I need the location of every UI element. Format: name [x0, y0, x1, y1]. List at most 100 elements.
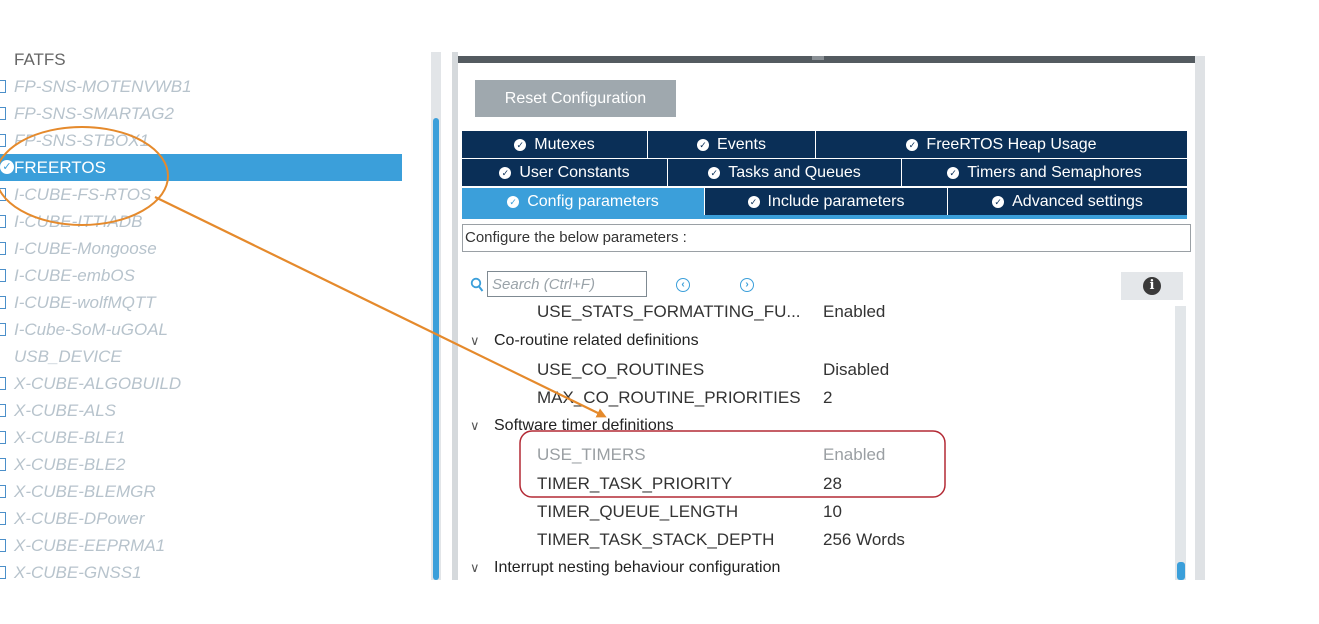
tab-include-parameters[interactable]: ✓ Include parameters [705, 188, 948, 215]
parameter-scrollbar-thumb[interactable] [1177, 562, 1185, 580]
list-item[interactable]: I-CUBE-ITTIADB [0, 208, 402, 235]
list-item[interactable]: I-CUBE-wolfMQTT [0, 289, 402, 316]
check-circle-icon: ✓ [747, 196, 760, 208]
chevron-left-icon[interactable]: ‹ [676, 278, 690, 292]
bracket-marker-icon [0, 431, 6, 444]
group-co-routine[interactable]: ∨ Co-routine related definitions [462, 327, 1172, 355]
param-row-max-co-routine-priorities[interactable]: MAX_CO_ROUTINE_PRIORITIES 2 [462, 384, 1172, 412]
list-item[interactable]: X-CUBE-ALGOBUILD [0, 370, 402, 397]
param-value: 28 [823, 474, 842, 493]
param-name: TIMER_TASK_PRIORITY [537, 474, 733, 493]
param-row-timer-queue-length[interactable]: TIMER_QUEUE_LENGTH 10 [462, 498, 1172, 526]
list-item-label: FREERTOS [14, 158, 106, 177]
reset-configuration-button[interactable]: Reset Configuration [475, 80, 676, 117]
list-item[interactable]: X-CUBE-ALS [0, 397, 402, 424]
tab-events[interactable]: ✓ Events [648, 131, 816, 158]
bracket-marker-icon [0, 566, 6, 579]
tab-label: Mutexes [534, 136, 595, 153]
list-item-label: X-CUBE-GNSS1 [14, 563, 142, 580]
tab-freertos-heap-usage[interactable]: ✓ FreeRTOS Heap Usage [816, 131, 1187, 158]
list-item-label: X-CUBE-BLE1 [14, 428, 126, 447]
bracket-marker-icon [0, 512, 6, 525]
tab-label: Config parameters [527, 193, 659, 210]
list-item-label: I-CUBE-FS-RTOS [14, 185, 152, 204]
parameter-scrollbar-track[interactable] [1175, 306, 1186, 580]
list-item-label: FATFS [14, 52, 66, 69]
check-circle-icon: ✓ [507, 196, 520, 208]
check-circle-icon: ✓ [697, 139, 710, 151]
list-item-label: I-CUBE-wolfMQTT [14, 293, 156, 312]
list-item[interactable]: X-CUBE-BLE1 [0, 424, 402, 451]
group-label: Co-routine related definitions [494, 332, 699, 349]
param-row-use-timers[interactable]: USE_TIMERS Enabled [462, 441, 1172, 469]
tab-user-constants[interactable]: ✓User Constants [462, 159, 668, 186]
bracket-marker-icon [0, 404, 6, 417]
list-item[interactable]: FATFS [0, 52, 402, 73]
panel-divider[interactable] [452, 52, 458, 580]
tab-label: Events [717, 136, 766, 153]
list-item[interactable]: USB_DEVICE [0, 343, 402, 370]
search-icon[interactable] [470, 277, 484, 293]
list-item[interactable]: I-CUBE-embOS [0, 262, 402, 289]
bracket-marker-icon [0, 215, 6, 228]
param-row-use-stats-formatting[interactable]: USE_STATS_FORMATTING_FU... Enabled [462, 300, 1172, 326]
check-circle-icon: ✓ [0, 160, 14, 174]
param-row-timer-task-stack-depth[interactable]: TIMER_TASK_STACK_DEPTH 256 Words [462, 526, 1172, 554]
param-name: USE_TIMERS [537, 445, 646, 464]
list-item-label: X-CUBE-DPower [14, 509, 145, 528]
active-tab-underline [462, 215, 1187, 219]
list-item[interactable]: I-CUBE-Mongoose [0, 235, 402, 262]
bracket-marker-icon [0, 539, 6, 552]
bracket-marker-icon [0, 134, 6, 147]
list-item-label: FP-SNS-MOTENVWB1 [14, 77, 192, 96]
panel-right-border [1195, 56, 1205, 580]
tab-config-parameters[interactable]: ✓ Config parameters [462, 188, 705, 215]
list-item[interactable]: ✓FREERTOS [0, 154, 402, 181]
list-item[interactable]: X-CUBE-BLE2 [0, 451, 402, 478]
bracket-marker-icon [0, 485, 6, 498]
info-button[interactable]: i [1121, 272, 1183, 300]
group-software-timer[interactable]: ∨ Software timer definitions [462, 412, 1172, 440]
list-item[interactable]: X-CUBE-BLEMGR [0, 478, 402, 505]
group-label: Interrupt nesting behaviour configuratio… [494, 559, 781, 576]
param-row-use-co-routines[interactable]: USE_CO_ROUTINES Disabled [462, 356, 1172, 384]
param-value: 2 [823, 388, 833, 407]
list-item[interactable]: FP-SNS-STBOX1 [0, 127, 402, 154]
bracket-marker-icon [0, 458, 6, 471]
param-value: Enabled [823, 445, 886, 464]
list-item[interactable]: I-CUBE-FS-RTOS [0, 181, 402, 208]
search-input[interactable] [487, 271, 647, 297]
bracket-marker-icon [0, 377, 6, 390]
list-scrollbar-thumb[interactable] [433, 118, 439, 580]
param-name: MAX_CO_ROUTINE_PRIORITIES [537, 388, 801, 407]
check-circle-icon: ✓ [906, 139, 919, 151]
tab-label: FreeRTOS Heap Usage [926, 136, 1097, 153]
param-value: Disabled [823, 360, 890, 379]
list-item[interactable]: FP-SNS-MOTENVWB1 [0, 73, 402, 100]
tab-advanced-settings[interactable]: ✓Advanced settings [948, 188, 1187, 215]
tab-label: Timers and Semaphores [967, 164, 1142, 181]
list-item-label: I-Cube-SoM-uGOAL [14, 320, 168, 339]
list-item[interactable]: FP-SNS-SMARTAG2 [0, 100, 402, 127]
param-value: 256 Words [823, 530, 905, 549]
bracket-marker-icon [0, 296, 6, 309]
bracket-marker-icon [0, 80, 6, 93]
chevron-right-icon[interactable]: › [740, 278, 754, 292]
list-item-label: I-CUBE-Mongoose [14, 239, 157, 258]
tab-mutexes[interactable]: ✓Mutexes [462, 131, 648, 158]
list-item[interactable]: X-CUBE-GNSS1 [0, 559, 402, 580]
list-item[interactable]: X-CUBE-EEPRMA1 [0, 532, 402, 559]
list-item[interactable]: I-Cube-SoM-uGOAL [0, 316, 402, 343]
bracket-marker-icon [0, 323, 6, 336]
param-value: 10 [823, 502, 842, 521]
tab-tasks-and-queues[interactable]: ✓Tasks and Queues [668, 159, 902, 186]
param-row-timer-task-priority[interactable]: TIMER_TASK_PRIORITY 28 [462, 470, 1172, 498]
group-interrupt-nesting[interactable]: ∨ Interrupt nesting behaviour configurat… [462, 554, 1172, 580]
tab-label: User Constants [519, 164, 630, 181]
tab-label: Include parameters [767, 193, 905, 210]
list-item[interactable]: X-CUBE-DPower [0, 505, 402, 532]
list-item-label: X-CUBE-ALGOBUILD [14, 374, 182, 393]
tab-timers-and-semaphores[interactable]: ✓Timers and Semaphores [902, 159, 1187, 186]
list-item-label: FP-SNS-SMARTAG2 [14, 104, 174, 123]
